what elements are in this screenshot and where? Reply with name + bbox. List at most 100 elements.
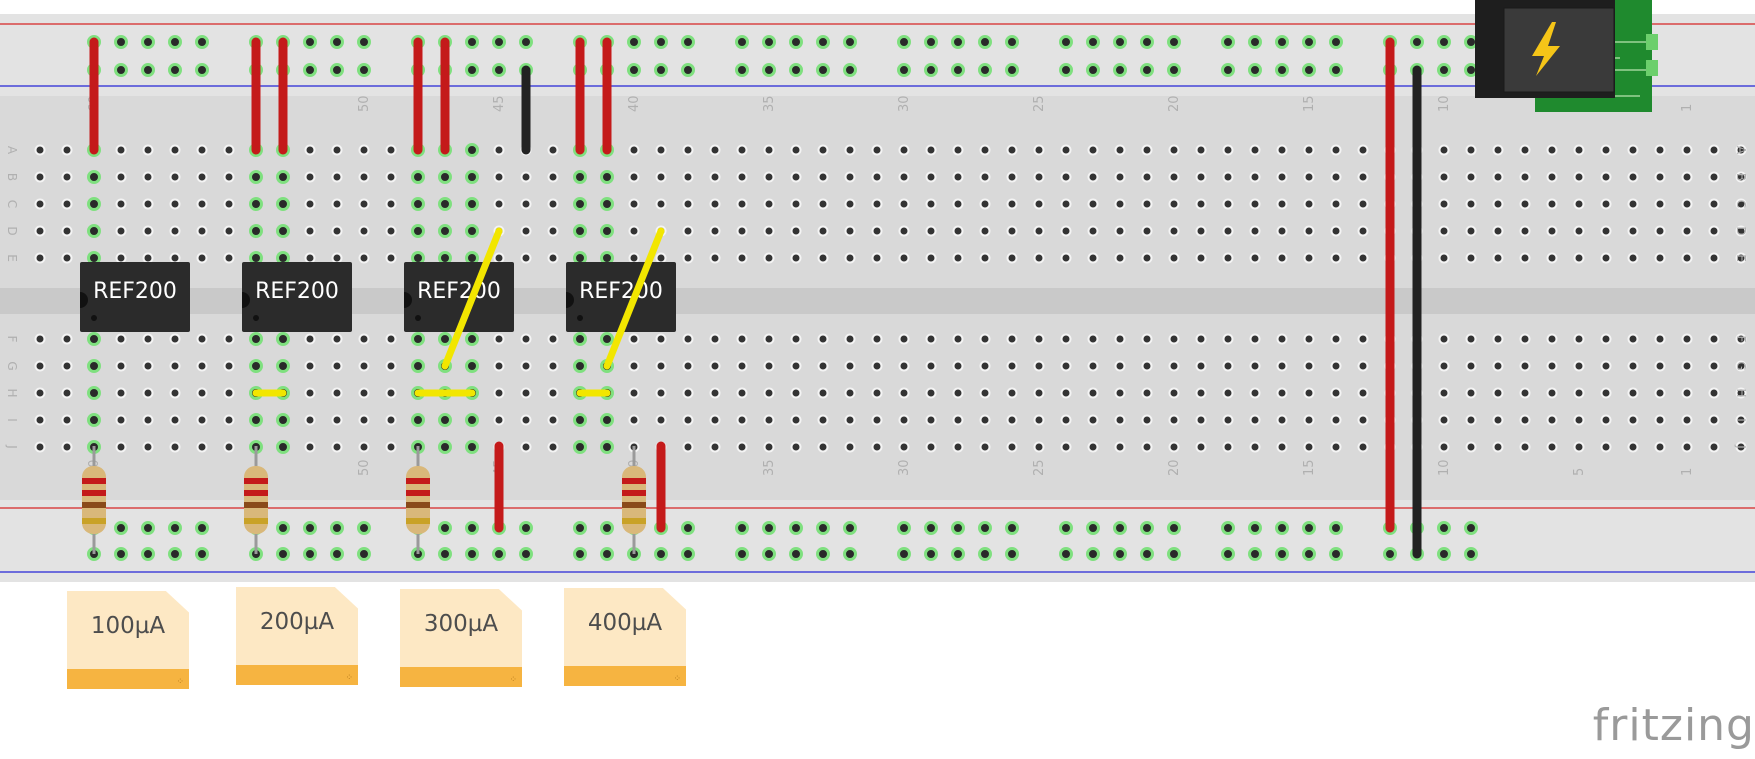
breadboard-hole[interactable] <box>978 521 992 535</box>
breadboard-hole[interactable] <box>817 333 829 345</box>
breadboard-hole[interactable] <box>1303 333 1315 345</box>
breadboard-hole[interactable] <box>249 197 263 211</box>
breadboard-hole[interactable] <box>1654 198 1666 210</box>
breadboard-hole[interactable] <box>1492 198 1504 210</box>
breadboard-hole[interactable] <box>1681 360 1693 372</box>
breadboard-hole[interactable] <box>600 332 614 346</box>
breadboard-hole[interactable] <box>1005 35 1019 49</box>
breadboard-hole[interactable] <box>709 360 721 372</box>
breadboard-hole[interactable] <box>1573 441 1585 453</box>
breadboard-hole[interactable] <box>1303 360 1315 372</box>
breadboard-hole[interactable] <box>1492 171 1504 183</box>
note[interactable]: 200µA ⁘ <box>236 587 358 685</box>
breadboard-hole[interactable] <box>655 333 667 345</box>
breadboard-hole[interactable] <box>196 387 208 399</box>
breadboard-hole[interactable] <box>61 333 73 345</box>
breadboard-hole[interactable] <box>1708 198 1720 210</box>
breadboard-hole[interactable] <box>276 413 290 427</box>
breadboard-hole[interactable] <box>843 547 857 561</box>
breadboard-hole[interactable] <box>1167 35 1181 49</box>
breadboard-hole[interactable] <box>196 198 208 210</box>
breadboard-hole[interactable] <box>1248 35 1262 49</box>
breadboard-hole[interactable] <box>115 252 127 264</box>
breadboard-hole[interactable] <box>1519 225 1531 237</box>
breadboard-hole[interactable] <box>573 170 587 184</box>
breadboard-hole[interactable] <box>1060 414 1072 426</box>
breadboard-hole[interactable] <box>816 521 830 535</box>
breadboard-hole[interactable] <box>573 440 587 454</box>
breadboard-hole[interactable] <box>142 225 154 237</box>
breadboard-hole[interactable] <box>1330 414 1342 426</box>
breadboard-hole[interactable] <box>114 63 128 77</box>
breadboard-hole[interactable] <box>843 521 857 535</box>
breadboard-hole[interactable] <box>61 360 73 372</box>
ic-chip[interactable]: REF200 <box>242 262 352 332</box>
breadboard-hole[interactable] <box>1141 252 1153 264</box>
breadboard-hole[interactable] <box>952 252 964 264</box>
breadboard-hole[interactable] <box>385 414 397 426</box>
breadboard-hole[interactable] <box>735 63 749 77</box>
breadboard-hole[interactable] <box>1627 198 1639 210</box>
breadboard-hole[interactable] <box>1276 225 1288 237</box>
breadboard-hole[interactable] <box>763 360 775 372</box>
breadboard-hole[interactable] <box>358 387 370 399</box>
breadboard-hole[interactable] <box>1330 360 1342 372</box>
breadboard-hole[interactable] <box>1276 387 1288 399</box>
breadboard-hole[interactable] <box>1168 441 1180 453</box>
breadboard-hole[interactable] <box>1006 171 1018 183</box>
breadboard-hole[interactable] <box>196 360 208 372</box>
breadboard-hole[interactable] <box>816 35 830 49</box>
breadboard-hole[interactable] <box>304 144 316 156</box>
breadboard-hole[interactable] <box>1140 521 1154 535</box>
breadboard-hole[interactable] <box>115 441 127 453</box>
breadboard-hole[interactable] <box>169 333 181 345</box>
breadboard-hole[interactable] <box>520 171 532 183</box>
breadboard-hole[interactable] <box>816 63 830 77</box>
breadboard-hole[interactable] <box>1276 198 1288 210</box>
breadboard-hole[interactable] <box>114 547 128 561</box>
breadboard-hole[interactable] <box>1114 441 1126 453</box>
breadboard-hole[interactable] <box>628 360 640 372</box>
breadboard-hole[interactable] <box>304 333 316 345</box>
breadboard-hole[interactable] <box>1329 521 1343 535</box>
breadboard-hole[interactable] <box>762 35 776 49</box>
breadboard-hole[interactable] <box>951 35 965 49</box>
resize-grip-icon[interactable]: ⁘ <box>176 677 185 687</box>
breadboard-hole[interactable] <box>951 63 965 77</box>
breadboard-hole[interactable] <box>1329 63 1343 77</box>
breadboard-hole[interactable] <box>1600 414 1612 426</box>
breadboard-hole[interactable] <box>844 252 856 264</box>
breadboard-hole[interactable] <box>61 171 73 183</box>
breadboard-hole[interactable] <box>1168 333 1180 345</box>
breadboard-hole[interactable] <box>736 198 748 210</box>
breadboard-hole[interactable] <box>547 225 559 237</box>
breadboard-hole[interactable] <box>1465 225 1477 237</box>
breadboard-hole[interactable] <box>1168 360 1180 372</box>
breadboard-hole[interactable] <box>573 251 587 265</box>
breadboard-hole[interactable] <box>547 198 559 210</box>
breadboard-hole[interactable] <box>1059 35 1073 49</box>
breadboard-hole[interactable] <box>736 252 748 264</box>
breadboard-hole[interactable] <box>1438 144 1450 156</box>
breadboard-hole[interactable] <box>844 387 856 399</box>
breadboard-hole[interactable] <box>520 225 532 237</box>
breadboard-hole[interactable] <box>87 197 101 211</box>
breadboard-hole[interactable] <box>654 35 668 49</box>
breadboard-hole[interactable] <box>1681 441 1693 453</box>
breadboard-hole[interactable] <box>898 171 910 183</box>
breadboard-hole[interactable] <box>1167 63 1181 77</box>
breadboard-hole[interactable] <box>547 171 559 183</box>
breadboard-hole[interactable] <box>1546 333 1558 345</box>
breadboard-hole[interactable] <box>1114 414 1126 426</box>
breadboard-hole[interactable] <box>1465 198 1477 210</box>
breadboard-hole[interactable] <box>790 225 802 237</box>
breadboard-hole[interactable] <box>924 547 938 561</box>
breadboard-hole[interactable] <box>1006 414 1018 426</box>
breadboard-hole[interactable] <box>844 171 856 183</box>
breadboard-hole[interactable] <box>1465 360 1477 372</box>
breadboard-hole[interactable] <box>1654 441 1666 453</box>
breadboard-hole[interactable] <box>141 63 155 77</box>
breadboard-hole[interactable] <box>1546 225 1558 237</box>
breadboard-hole[interactable] <box>925 387 937 399</box>
breadboard-hole[interactable] <box>1087 387 1099 399</box>
